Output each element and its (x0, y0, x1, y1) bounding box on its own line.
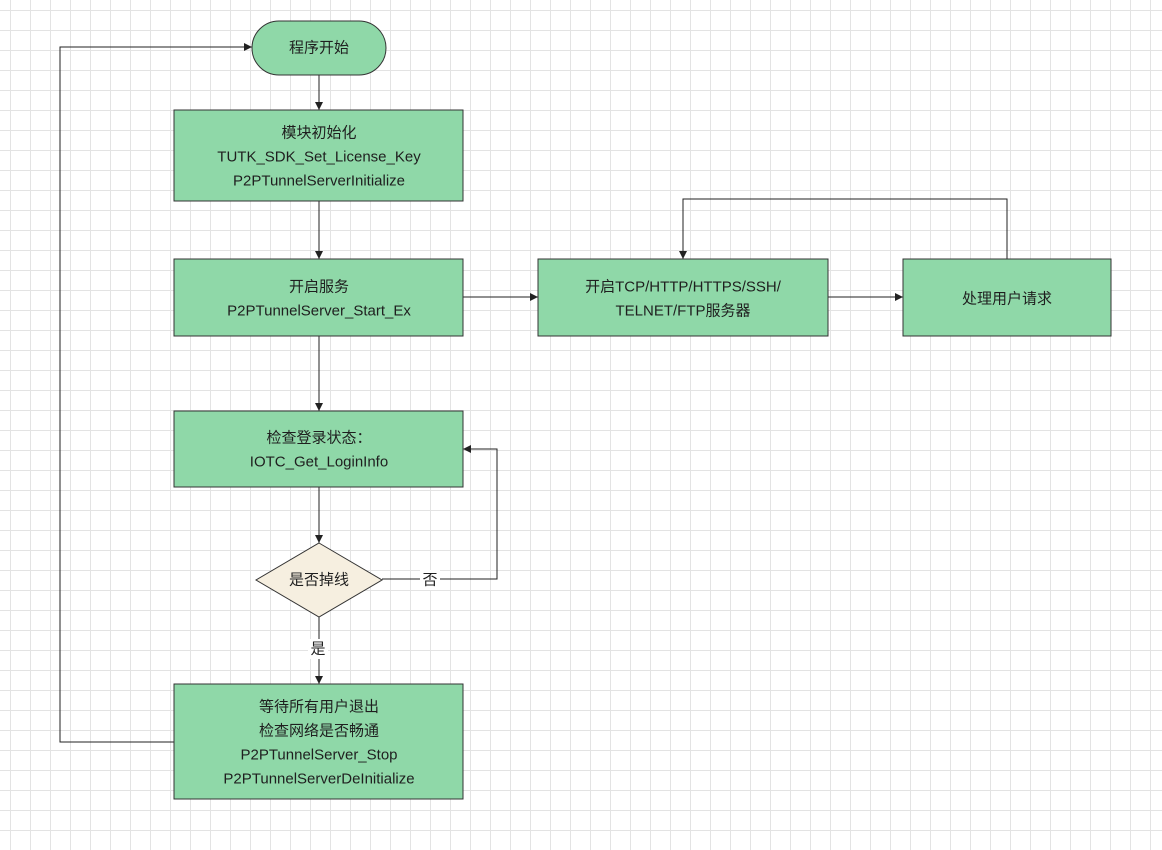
init-process-shape (173, 109, 464, 202)
node-check-login[interactable]: 检查登录状态： IOTC_Get_LoginInfo (173, 410, 464, 488)
node-open-servers[interactable]: 开启TCP/HTTP/HTTPS/SSH/ TELNET/FTP服务器 (537, 258, 829, 337)
handle-requests-process-shape (902, 258, 1112, 337)
start-service-process-shape (173, 258, 464, 337)
node-init[interactable]: 模块初始化 TUTK_SDK_Set_License_Key P2PTunnel… (173, 109, 464, 202)
shutdown-line-4: P2PTunnelServerDeInitialize (223, 771, 414, 788)
check-login-line-2: IOTC_Get_LoginInfo (250, 454, 388, 471)
init-line-2: TUTK_SDK_Set_License_Key (217, 149, 421, 166)
start-service-line-1: 开启服务 (289, 279, 349, 296)
edge-shutdown-back-to-start (59, 43, 252, 743)
node-decision[interactable]: 是否掉线 (255, 542, 383, 618)
start-service-line-2: P2PTunnelServer_Start_Ex (227, 303, 411, 320)
init-line-3: P2PTunnelServerInitialize (233, 173, 405, 190)
open-servers-line-1: 开启TCP/HTTP/HTTPS/SSH/ (585, 279, 782, 296)
open-servers-process-shape (537, 258, 829, 337)
shutdown-line-1: 等待所有用户退出 (259, 698, 379, 716)
edges: 否 是 (59, 43, 1008, 743)
node-start[interactable]: 程序开始 (251, 20, 387, 76)
edge-handle-requests-loop-back (679, 198, 1008, 259)
start-label: 程序开始 (289, 40, 349, 57)
node-shutdown[interactable]: 等待所有用户退出 检查网络是否畅通 P2PTunnelServer_Stop P… (173, 683, 464, 800)
check-login-line-1: 检查登录状态： (266, 430, 371, 447)
node-handle-requests[interactable]: 处理用户请求 (902, 258, 1112, 337)
open-servers-line-2: TELNET/FTP服务器 (615, 303, 750, 320)
edge-label-yes: 是 (310, 641, 325, 658)
edge-label-no: 否 (422, 572, 437, 589)
shutdown-process-shape (173, 683, 464, 800)
decision-diamond-shape (255, 542, 383, 618)
init-line-1: 模块初始化 (281, 125, 356, 142)
start-terminal-shape (251, 20, 387, 76)
yes-label-bg (308, 639, 328, 659)
no-label-bg (420, 570, 440, 590)
check-login-process-shape (173, 410, 464, 488)
shutdown-line-3: P2PTunnelServer_Stop (240, 747, 397, 764)
decision-label: 是否掉线 (289, 572, 349, 589)
handle-requests-label: 处理用户请求 (962, 291, 1052, 308)
shutdown-line-2: 检查网络是否畅通 (259, 723, 379, 740)
node-start-service[interactable]: 开启服务 P2PTunnelServer_Start_Ex (173, 258, 464, 337)
